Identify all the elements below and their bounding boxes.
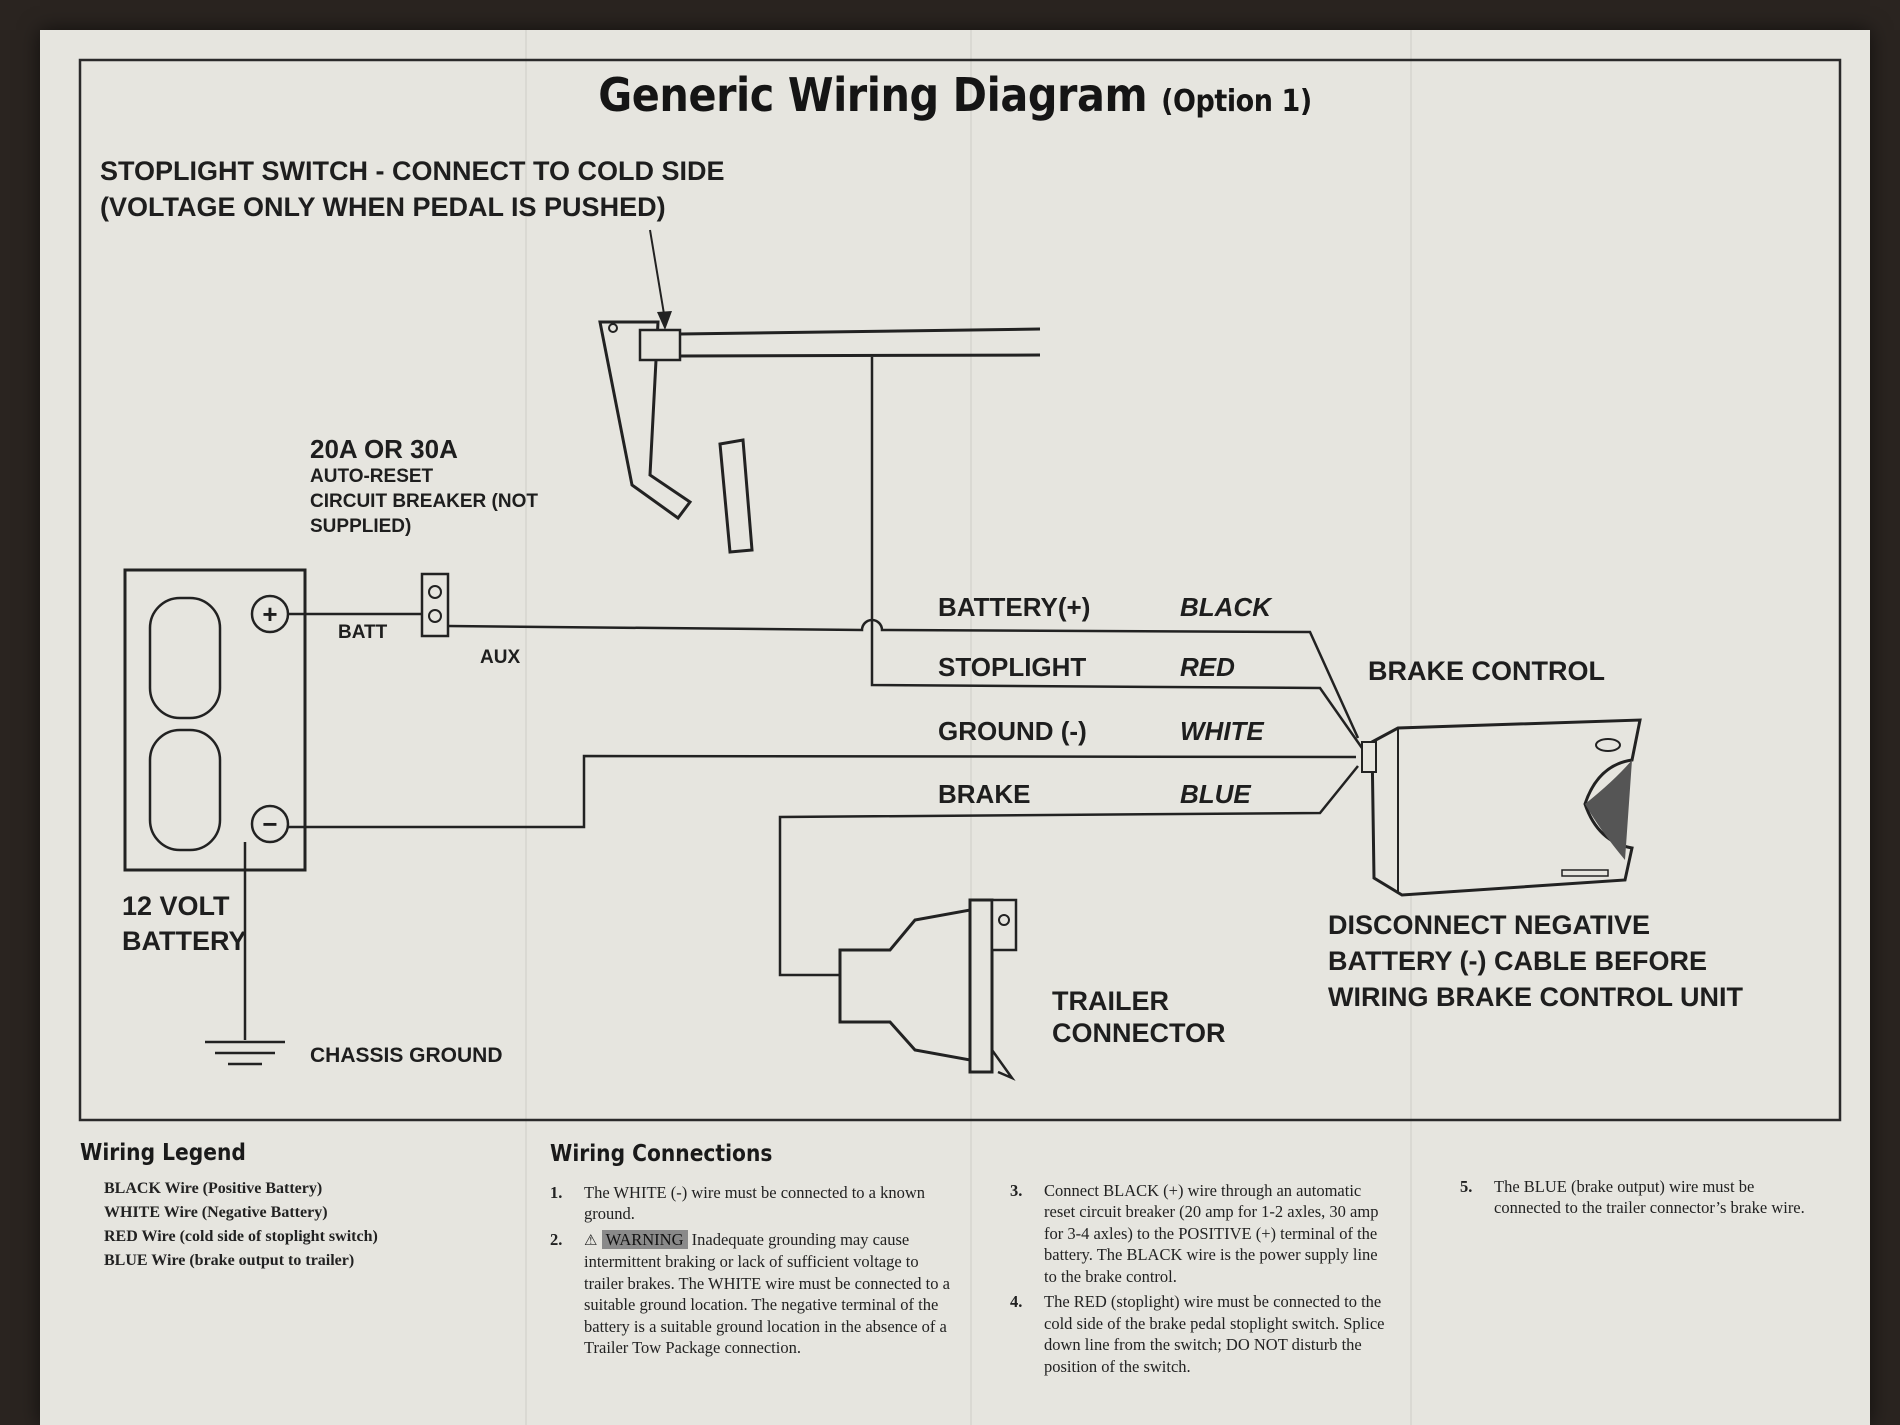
trailer-label-line1: TRAILER xyxy=(1052,986,1169,1016)
connections-col-3: 5. The BLUE (brake output) wire must be … xyxy=(1460,1176,1820,1223)
dash-support-upper xyxy=(679,327,1041,336)
stoplight-arrow xyxy=(649,229,666,321)
brake-pedal-pad xyxy=(718,438,754,554)
connection-item: 4. The RED (stoplight) wire must be conn… xyxy=(1010,1291,1390,1377)
connector-hole xyxy=(998,914,1010,926)
item-text: The WHITE (-) wire must be connected to … xyxy=(584,1182,926,1224)
minus-symbol: − xyxy=(262,809,277,839)
breaker-rating: 20A OR 30A xyxy=(310,434,458,464)
wire-label-brake: BRAKE xyxy=(938,779,1030,809)
unit-vent xyxy=(1561,869,1609,877)
trailer-connector-body xyxy=(838,908,972,1062)
connection-item: 1. The WHITE (-) wire must be connected … xyxy=(550,1182,950,1225)
battery-box xyxy=(123,568,307,872)
wire-color-white: WHITE xyxy=(1180,716,1264,746)
connection-item: 3. Connect BLACK (+) wire through an aut… xyxy=(1010,1180,1390,1287)
black-wire xyxy=(447,618,1360,739)
wire-color-black: BLACK xyxy=(1180,592,1273,622)
disconnect-line3: WIRING BRAKE CONTROL UNIT xyxy=(1328,982,1743,1012)
title-sub: (Option 1) xyxy=(1161,84,1312,119)
brake-control-unit xyxy=(1370,718,1642,897)
wire-label-battery: BATTERY(+) xyxy=(938,592,1090,622)
item-text: Connect BLACK (+) wire through an automa… xyxy=(1044,1181,1379,1286)
legend-list: BLACK Wire (Positive Battery) WHITE Wire… xyxy=(80,1180,460,1270)
fold-crease xyxy=(525,30,527,1425)
wire-color-blue: BLUE xyxy=(1180,779,1251,809)
plus-symbol: + xyxy=(262,599,277,629)
battery-cell xyxy=(148,596,222,720)
item-text-wrap: ⚠ WARNING Inadequate grounding may cause… xyxy=(584,1229,950,1359)
item-number: 1. xyxy=(550,1182,563,1202)
item-number: 2. xyxy=(550,1229,563,1249)
connections-col-1: Wiring Connections 1. The WHITE (-) wire… xyxy=(550,1140,950,1362)
trailer-label-line2: CONNECTOR xyxy=(1052,1018,1226,1048)
item-text: The RED (stoplight) wire must be connect… xyxy=(1044,1292,1385,1376)
stoplight-note-line2: (VOLTAGE ONLY WHEN PEDAL IS PUSHED) xyxy=(100,192,666,222)
stoplight-switch xyxy=(638,328,682,362)
connector-tab xyxy=(990,898,1018,952)
wire-label-stoplight: STOPLIGHT xyxy=(938,652,1086,682)
unit-knob xyxy=(1585,760,1632,860)
battery-label-line2: BATTERY xyxy=(122,926,247,956)
blue-wire xyxy=(778,765,1359,977)
brake-control-label: BRAKE CONTROL xyxy=(1368,656,1605,686)
page-title: Generic Wiring Diagram (Option 1) xyxy=(132,68,1779,122)
fold-crease xyxy=(970,30,972,1425)
red-wire xyxy=(870,357,1364,749)
connection-item: 5. The BLUE (brake output) wire must be … xyxy=(1460,1176,1820,1219)
item-number: 3. xyxy=(1010,1181,1023,1200)
trailer-connector-flange xyxy=(968,898,994,1074)
battery-cell xyxy=(148,728,222,852)
breaker-terminal xyxy=(428,585,442,599)
dash-support-lower xyxy=(679,353,1041,358)
connections-col-2: 3. Connect BLACK (+) wire through an aut… xyxy=(1010,1180,1390,1381)
unit-connector xyxy=(1361,741,1377,773)
disconnect-line2: BATTERY (-) CABLE BEFORE xyxy=(1328,946,1707,976)
warning-label: WARNING xyxy=(601,1229,688,1249)
chassis-ground-label: CHASSIS GROUND xyxy=(310,1044,503,1067)
negative-terminal xyxy=(250,804,290,844)
breaker-line3: SUPPLIED) xyxy=(310,516,411,537)
legend-item-black: BLACK Wire (Positive Battery) xyxy=(104,1180,323,1197)
disconnect-line1: DISCONNECT NEGATIVE xyxy=(1328,910,1650,940)
title-main: Generic Wiring Diagram xyxy=(598,68,1148,122)
breaker-line2: CIRCUIT BREAKER (NOT xyxy=(310,491,538,512)
item-text: The BLUE (brake output) wire must be con… xyxy=(1494,1177,1805,1218)
item-number: 5. xyxy=(1460,1177,1473,1196)
unit-indicator xyxy=(1595,738,1621,752)
legend-item-white: WHITE Wire (Negative Battery) xyxy=(104,1204,328,1221)
warning-icon: ⚠ xyxy=(584,1232,598,1249)
circuit-breaker xyxy=(420,572,450,638)
pedal-pivot xyxy=(608,323,618,333)
diagram-frame xyxy=(78,58,1842,1122)
connector-tail xyxy=(990,1049,1016,1081)
instruction-sheet: Generic Wiring Diagram (Option 1) STOPLI… xyxy=(40,30,1870,1425)
wire-label-ground: GROUND (-) xyxy=(938,716,1087,746)
arrowhead xyxy=(657,311,672,330)
breaker-terminal xyxy=(428,609,442,623)
legend-item-blue: BLUE Wire (brake output to trailer) xyxy=(104,1252,355,1269)
wire-color-red: RED xyxy=(1180,652,1235,682)
brake-pedal-arm xyxy=(598,320,693,521)
breaker-line1: AUTO-RESET xyxy=(310,466,434,487)
item-number: 4. xyxy=(1010,1292,1023,1312)
wiring-diagram: STOPLIGHT SWITCH - CONNECT TO COLD SIDE … xyxy=(78,58,1842,1122)
connection-item: 2. ⚠ WARNING Inadequate grounding may ca… xyxy=(550,1229,950,1359)
wiring-legend: Wiring Legend BLACK Wire (Positive Batte… xyxy=(80,1140,460,1270)
batt-label: BATT xyxy=(338,622,388,643)
white-wire xyxy=(288,754,1357,829)
legend-title: Wiring Legend xyxy=(80,1140,246,1166)
aux-label: AUX xyxy=(480,647,520,668)
instructions-area: Wiring Legend BLACK Wire (Positive Batte… xyxy=(80,1140,1870,1420)
battery-label-line1: 12 VOLT xyxy=(122,891,230,921)
legend-item-red: RED Wire (cold side of stoplight switch) xyxy=(104,1228,378,1245)
connections-title: Wiring Connections xyxy=(550,1141,773,1167)
item-text: Inadequate grounding may cause intermitt… xyxy=(584,1229,950,1358)
stoplight-note-line1: STOPLIGHT SWITCH - CONNECT TO COLD SIDE xyxy=(100,156,725,186)
